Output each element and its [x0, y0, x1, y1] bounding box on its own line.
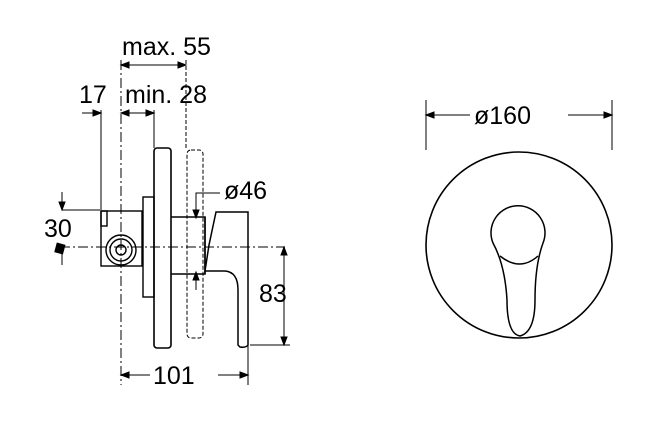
label-83: 83 [259, 280, 287, 308]
dim-30 [54, 192, 66, 265]
label-46: ø46 [224, 177, 267, 205]
escutcheon-plate-max-position [186, 149, 204, 339]
label-160: ø160 [474, 102, 531, 130]
escutcheon-plate-front [425, 151, 613, 339]
label-17: 17 [79, 81, 107, 109]
valve-body [100, 196, 155, 298]
label-max-55: max. 55 [122, 33, 211, 61]
label-30: 30 [44, 215, 72, 243]
dim-max-55 [119, 61, 188, 69]
dim-83 [280, 245, 288, 347]
dim-min-28 [119, 109, 156, 117]
handle-side [171, 211, 249, 348]
label-101: 101 [153, 362, 195, 390]
dim-17 [82, 109, 103, 117]
label-min-28: min. 28 [125, 81, 207, 109]
dim-46 [192, 192, 220, 290]
handle-front [490, 205, 546, 337]
dim-160 [424, 100, 614, 150]
escutcheon-plate-side [153, 147, 172, 349]
dim-101 [119, 371, 250, 379]
